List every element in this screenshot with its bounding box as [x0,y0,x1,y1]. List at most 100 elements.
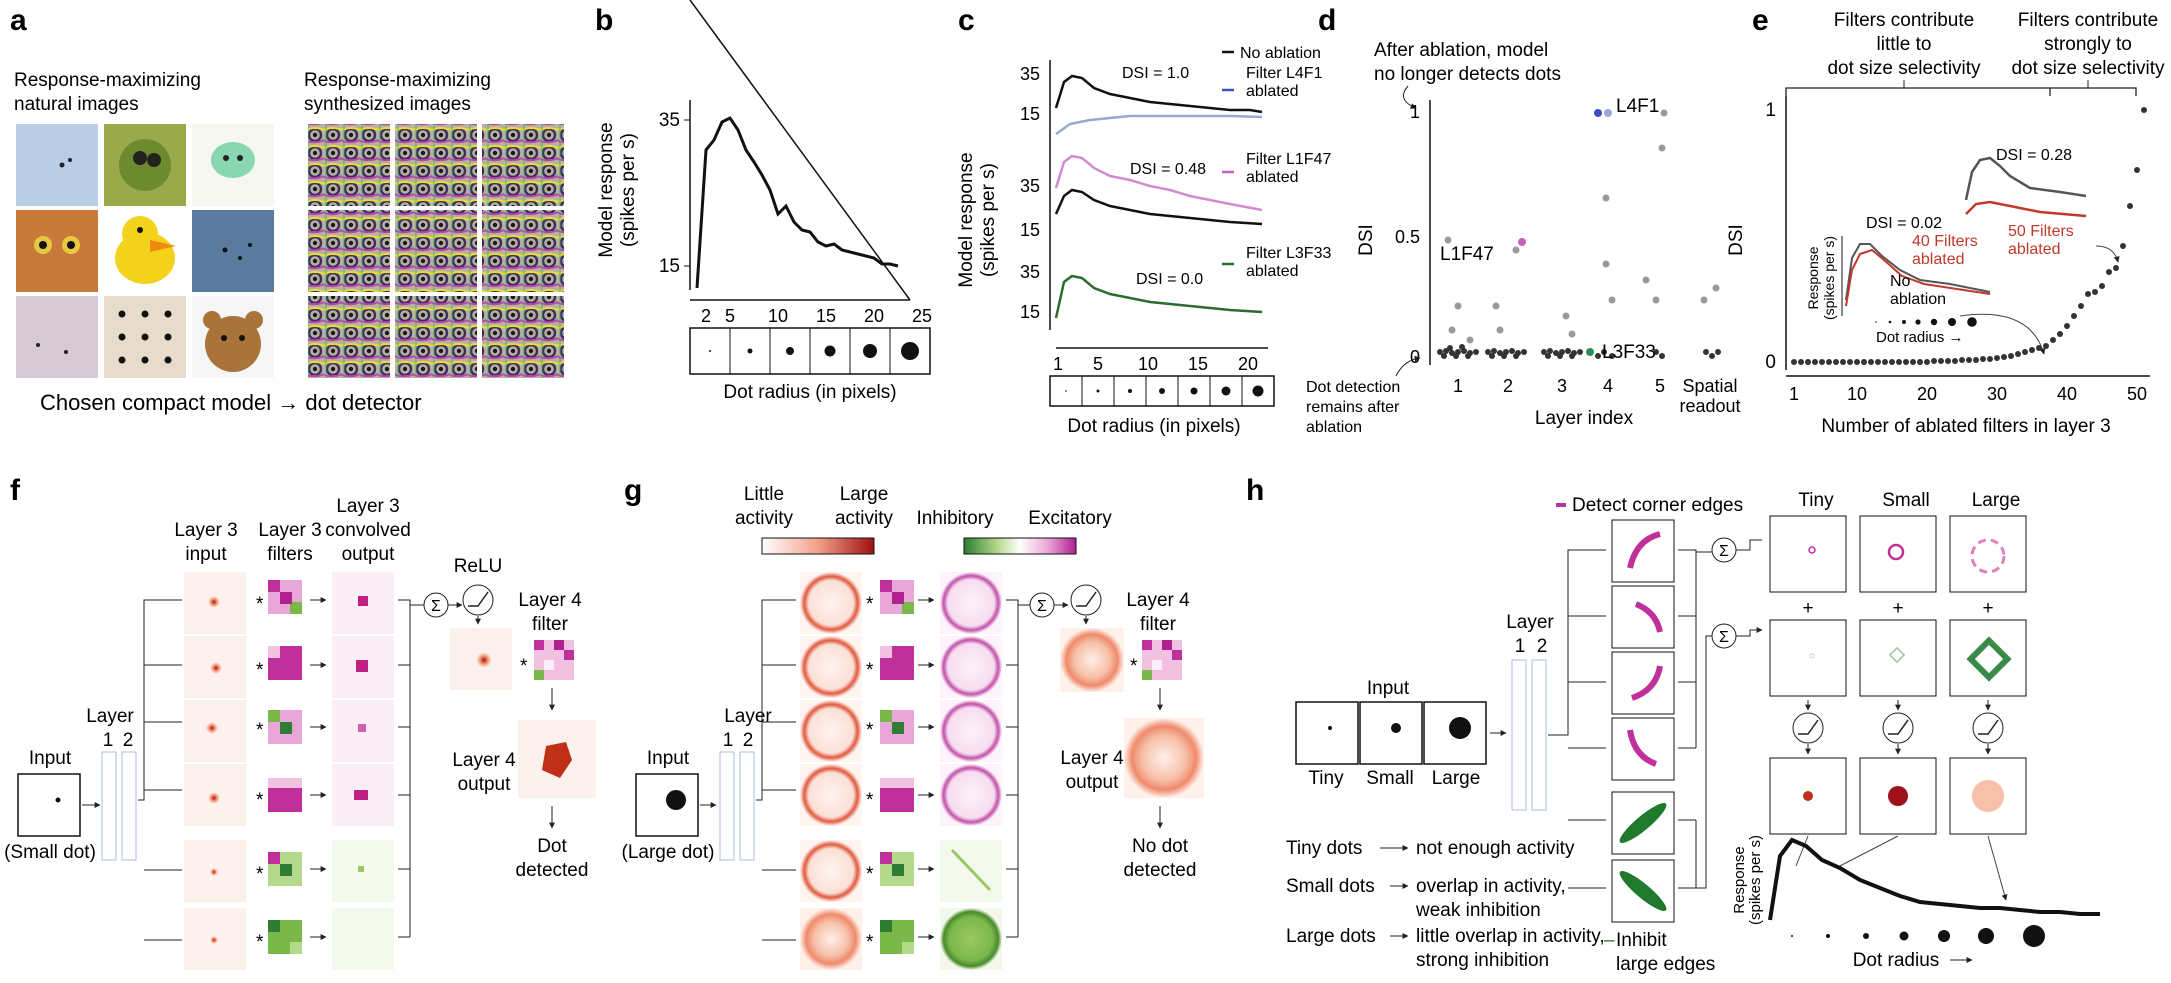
conv-star: * [256,720,264,741]
f-l3-input-2: input [185,544,227,565]
g-l4-output-2: output [1066,772,1120,793]
e-xtick: 40 [2057,384,2077,404]
h-layer-1: 1 [1515,636,1526,657]
panel-c-xtick: 15 [1188,354,1208,374]
synth-image [308,210,390,292]
d-lbl-l4f1: L4F1 [1616,96,1659,117]
d-ytick: 1 [1410,102,1420,122]
g-colorbar-weights [963,537,1077,555]
natural-title-2: natural images [14,94,139,115]
c-legend-l4f1-2: ablated [1246,83,1299,100]
c-legend-l1f47-2: ablated [1246,169,1299,186]
c-curve-l4f1 [1055,114,1263,136]
conv-star: * [866,660,874,681]
panel-f: f Input (Small dot) Layer 1 2 Layer 3 in… [4,474,596,970]
f-l3-filters-2: filters [267,544,312,565]
panel-b-ytick: 35 [659,110,680,131]
panel-c-label: c [958,4,975,37]
g-result-1: No dot [1132,836,1189,857]
e-dsi-028: DSI = 0.28 [1996,147,2072,164]
panel-c-ylabel-1: Model response [956,152,977,287]
g-result-2: detected [1124,860,1197,881]
h-layer: Layer [1506,612,1554,633]
d-xtick: 3 [1557,376,1567,396]
d-xtick: 5 [1655,376,1665,396]
f-l4-filter-1: Layer 4 [518,590,582,611]
h-input-tiny [1295,701,1359,765]
f-result-1: Dot [537,836,567,857]
h-plus: + [1802,598,1813,619]
panel-b-label: b [595,4,613,37]
e-xtick: 10 [1847,384,1867,404]
g-relu-node [1070,584,1102,616]
panel-c-ytick: 15 [1020,220,1040,240]
c-curve-l3f33 [1054,274,1263,319]
g-layer-1: 1 [723,730,734,751]
f-l3-conv-1: Layer 3 [336,496,399,517]
g-layer2-box [739,751,755,861]
panel-c-ytick: 35 [1020,262,1040,282]
g-cb1-left-2: activity [735,508,794,529]
panel-b-xtick: 2 [701,306,711,326]
f-rows: * * * * * * [184,572,394,970]
panel-b-xtick: 25 [912,306,932,326]
panel-b-xtick: 10 [768,306,788,326]
e-xlabel: Number of ablated filters in layer 3 [1821,416,2110,437]
e-inset-curve-50-red [1965,200,2087,218]
h-col-small: Small [1882,490,1930,511]
f-l4-filter-2: filter [532,614,569,635]
panel-c-xtick: 20 [1238,354,1258,374]
h-resp-ylabel-2: (spikes per s) [1747,835,1764,925]
conv-star: * [256,790,264,811]
synth-image [395,124,477,206]
h-large-desc-2: strong inhibition [1416,950,1549,971]
synth-image [308,124,390,206]
e-xtick: 1 [1789,384,1799,404]
f-l4-kernel [534,640,574,680]
panel-d: d After ablation, model no longer detect… [1306,4,1741,436]
panel-b-dot-strip [689,327,931,375]
h-plus: + [1892,598,1903,619]
panel-d-label: d [1318,4,1336,37]
h-large-dots: Large dots [1286,926,1376,947]
d-ytick: 0 [1410,347,1420,367]
d-point-l3f33 [1586,348,1594,356]
d-point-l1f47 [1518,238,1526,246]
f-input-image [17,773,81,837]
c-legend-l4f1-1: Filter L4F1 [1246,65,1323,82]
e-lbl-40-1: 40 Filters [1912,233,1978,250]
conv-star: * [866,864,874,885]
g-sum-glyph: Σ [1037,598,1047,615]
natural-image [192,210,274,292]
f-layer-2: 2 [123,730,134,751]
synth-title-1: Response-maximizing [304,70,491,91]
c-curve-no-ablation-2 [1054,188,1263,226]
e-inset-curve-40-red [1845,248,1991,307]
e-ytick: 1 [1765,100,1776,121]
panel-h-label: h [1246,474,1264,507]
c-curve-l1f47 [1054,154,1263,212]
g-cb2-left: Inhibitory [916,508,994,529]
g-input-image [635,773,699,837]
h-tiny-desc: not enough activity [1416,838,1575,859]
d-point-l4f1 [1594,109,1602,117]
natural-image [16,124,98,206]
g-cb1-right-1: Large [840,484,889,505]
f-layer: Layer [86,706,134,727]
h-inhibit-2: large edges [1616,954,1715,975]
conv-star: * [866,720,874,741]
c-legend-l3f33-1: Filter L3F33 [1246,245,1331,262]
g-input-title: Input [647,748,690,769]
d-lbl-l1f47: L1F47 [1440,244,1494,265]
h-small-desc-2: weak inhibition [1415,900,1541,921]
panel-c-xtick: 5 [1093,354,1103,374]
synthesized-images-grid [308,124,564,378]
h-dot-scale [1791,925,2045,947]
g-l4-output-1: Layer 4 [1060,748,1124,769]
c-legend-l1f47-1: Filter L1F47 [1246,151,1331,168]
h-response-curve [1768,837,2100,921]
g-input-sub: (Large dot) [622,842,715,863]
conv-star: * [256,594,264,615]
h-output-grid: + + + [1769,515,2027,835]
